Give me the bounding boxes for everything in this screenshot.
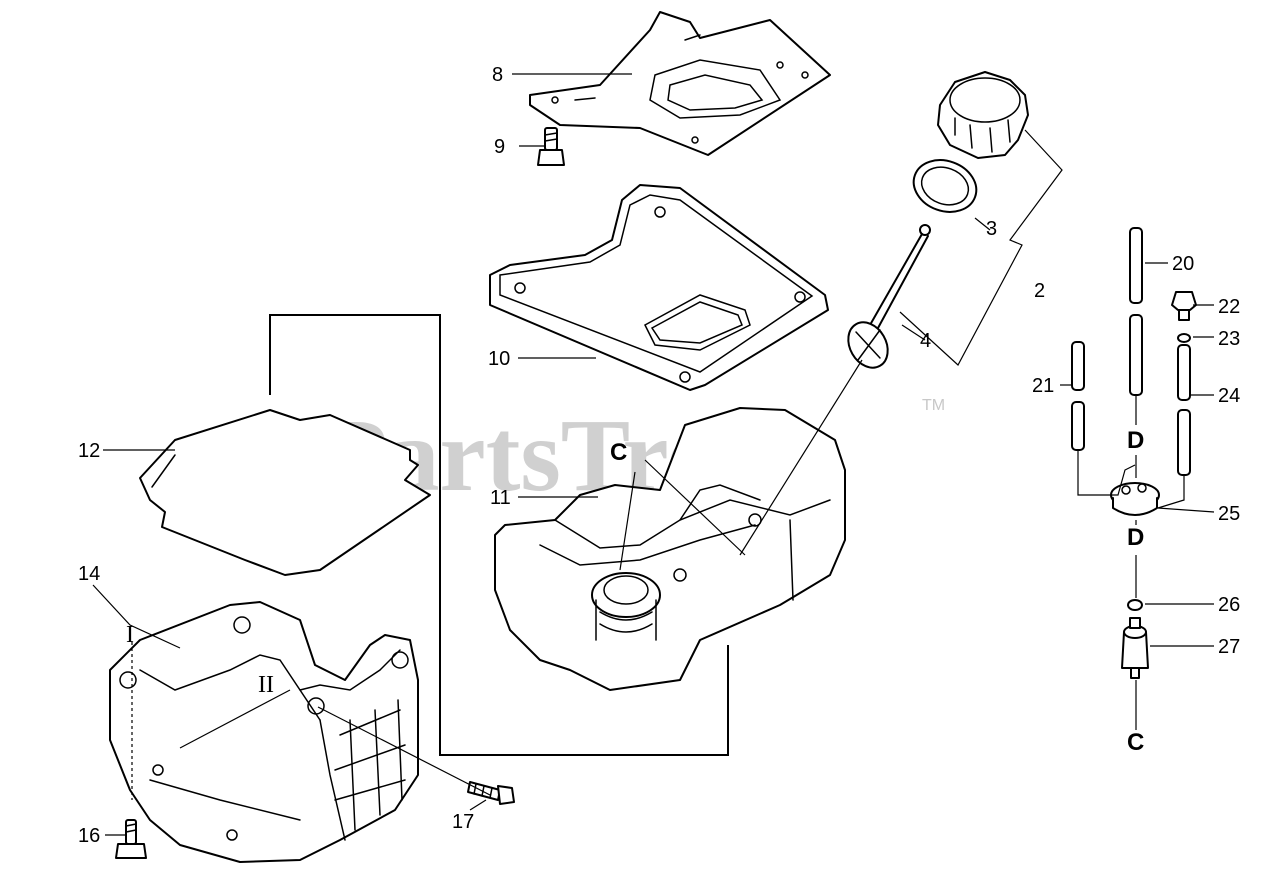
- part-8-mounting-plate: [529, 11, 831, 156]
- part-20-fuel-line-lower: [1129, 314, 1143, 396]
- fuel-line-assembly: [1071, 227, 1197, 730]
- part-20-fuel-line-upper: [1129, 227, 1143, 304]
- part-26-clip: [1127, 599, 1143, 611]
- connector-d-lower: D: [1127, 524, 1144, 551]
- part-10-gasket: [489, 184, 829, 391]
- part-24-fuel-line-upper: [1177, 344, 1191, 401]
- callout-24: 24: [1218, 385, 1240, 407]
- callout-12: 12: [78, 440, 100, 462]
- connector-d-upper: D: [1127, 427, 1144, 454]
- callout-10: 10: [488, 348, 510, 370]
- part-21-fuel-line-upper: [1071, 341, 1085, 391]
- part-12-pad: [139, 409, 431, 576]
- leader-lines: [92, 73, 1215, 836]
- callout-22: 22: [1218, 296, 1240, 318]
- part-21-fuel-line-lower: [1071, 401, 1085, 451]
- callout-8: 8: [492, 64, 503, 86]
- callout-14: 14: [78, 563, 100, 585]
- part-4-strainer: [739, 224, 931, 556]
- callout-9: 9: [494, 136, 505, 158]
- part-25-grommet: [1110, 482, 1160, 516]
- callout-3: 3: [986, 218, 997, 240]
- part-14-tank-guard: [109, 601, 419, 863]
- callout-16: 16: [78, 825, 100, 847]
- callout-25: 25: [1218, 503, 1240, 525]
- connector-c-filter: C: [1127, 729, 1144, 756]
- part-24-fuel-line-lower: [1177, 409, 1191, 476]
- callout-11: 11: [490, 487, 511, 509]
- part-16-bolt: [115, 819, 147, 859]
- part-17-bolt: [467, 781, 515, 805]
- connector-c-tank: C: [610, 439, 627, 466]
- callout-2: 2: [1034, 280, 1045, 302]
- part-11-fuel-tank: [494, 407, 846, 691]
- callout-4: 4: [920, 330, 931, 352]
- part-9-screw: [537, 127, 565, 166]
- callout-21: 21: [1032, 375, 1054, 397]
- watermark-trademark: TM: [922, 397, 945, 414]
- callout-26: 26: [1218, 594, 1240, 616]
- assembly-frame-line: [269, 314, 729, 756]
- part-2-fuel-cap: [937, 71, 1029, 159]
- callout-27: 27: [1218, 636, 1240, 658]
- part-23-washer: [1177, 333, 1191, 343]
- mark-ii: II: [258, 672, 274, 698]
- mark-i: I: [126, 622, 134, 648]
- callout-17: 17: [452, 811, 474, 833]
- part-27-fuel-filter: [1121, 617, 1149, 679]
- callout-20: 20: [1172, 253, 1194, 275]
- part-3-o-ring: [912, 159, 978, 213]
- part-22-check-valve: [1171, 291, 1197, 321]
- callout-23: 23: [1218, 328, 1240, 350]
